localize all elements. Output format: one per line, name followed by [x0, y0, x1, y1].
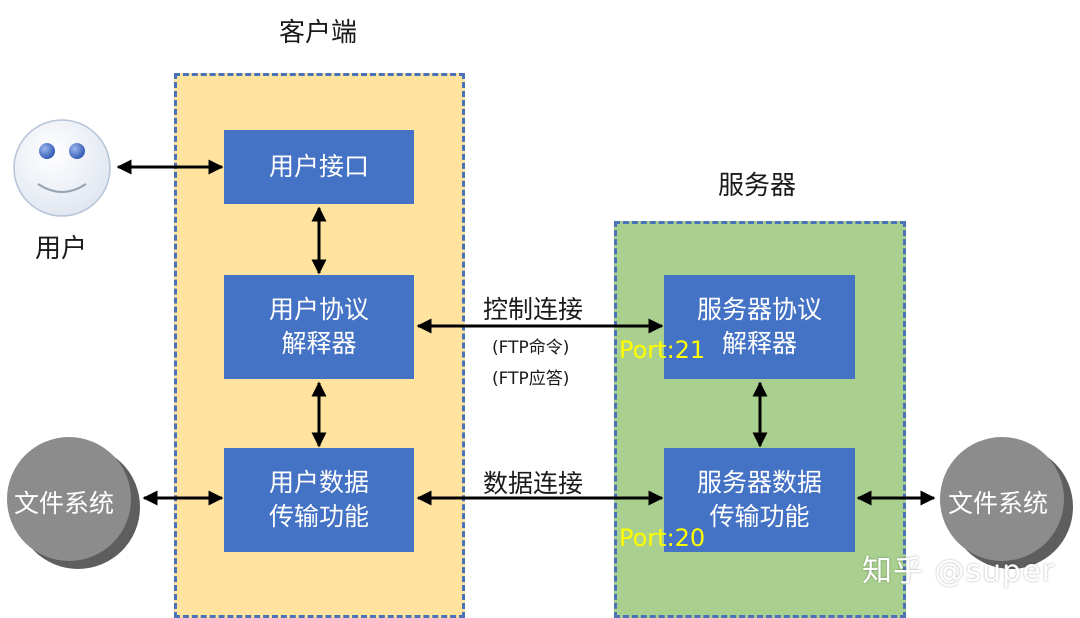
- watermark: 知乎 @super: [862, 554, 1056, 589]
- user-pi-label-line1: 用户协议: [268, 295, 369, 324]
- file-system-left-label: 文件系统: [14, 489, 115, 518]
- server-data-transfer-box: 服务器数据 传输功能: [664, 448, 855, 552]
- data-port-label: Port:20: [619, 524, 706, 552]
- ftp-reply-label: (FTP应答): [492, 369, 570, 389]
- server-title: 服务器: [718, 171, 797, 201]
- user-interface-box: 用户接口: [224, 130, 414, 204]
- user-smiley-icon: [13, 119, 111, 217]
- file-system-right-disk-icon: [940, 437, 1073, 569]
- server-dtp-label-line1: 服务器数据: [696, 468, 822, 497]
- user-interface-label: 用户接口: [268, 152, 369, 181]
- user-dtp-label-line2: 传输功能: [268, 502, 369, 531]
- user-dtp-label-line1: 用户数据: [268, 468, 369, 497]
- server-pi-label-line2: 解释器: [721, 329, 797, 358]
- control-port-label: Port:21: [619, 336, 706, 364]
- server-protocol-interpreter-box: 服务器协议 解释器: [664, 275, 855, 379]
- user-data-transfer-box: 用户数据 传输功能: [224, 448, 414, 552]
- user-pi-label-line2: 解释器: [281, 329, 357, 358]
- user-protocol-interpreter-box: 用户协议 解释器: [224, 275, 414, 379]
- user-label: 用户: [35, 234, 88, 264]
- server-dtp-label-line2: 传输功能: [709, 502, 810, 531]
- server-pi-label-line1: 服务器协议: [696, 295, 822, 324]
- file-system-right-label: 文件系统: [948, 489, 1049, 518]
- file-system-left-disk-icon: [7, 437, 140, 569]
- client-title: 客户端: [279, 18, 358, 48]
- ftp-command-label: (FTP命令): [492, 338, 570, 358]
